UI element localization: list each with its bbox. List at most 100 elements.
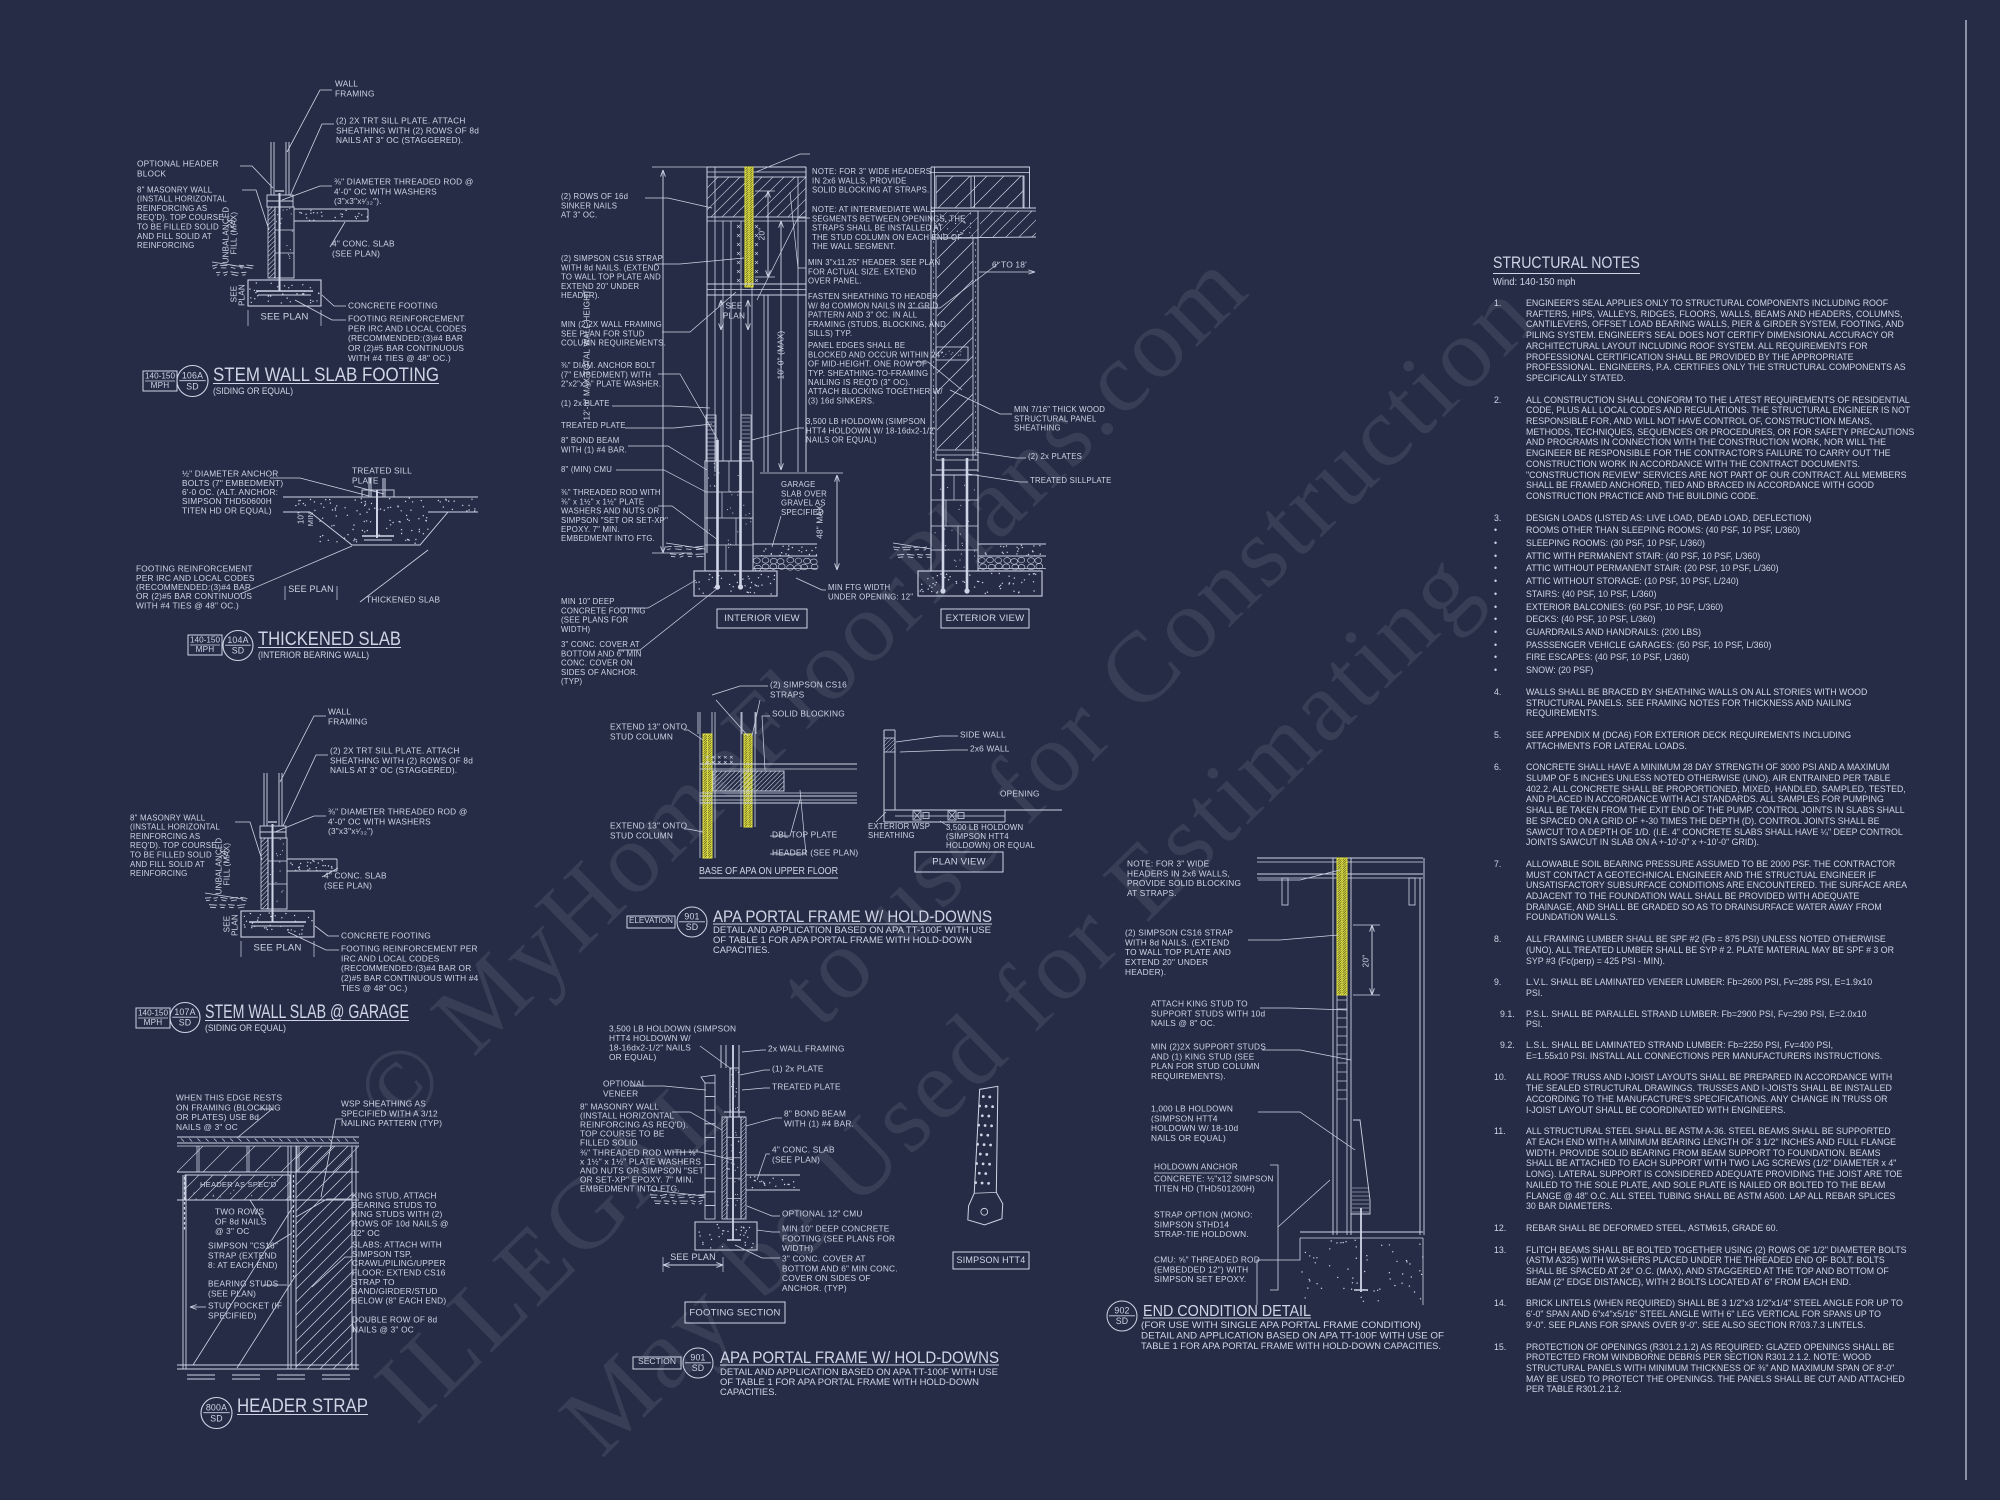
svg-text:(1) 2x PLATE: (1) 2x PLATE (561, 399, 610, 408)
svg-text:901: 901 (684, 912, 699, 922)
svg-text:STEM WALL SLAB FOOTING: STEM WALL SLAB FOOTING (213, 365, 439, 386)
svg-text:902: 902 (1114, 1306, 1129, 1316)
svg-text:TREATED SILLPLATE: TREATED SILLPLATE (1030, 476, 1112, 485)
svg-text:PLAN: PLAN (723, 312, 745, 321)
svg-text:SD: SD (1116, 1316, 1129, 1326)
svg-text:48" MAX: 48" MAX (816, 505, 825, 539)
svg-text:SEE: SEE (229, 286, 238, 303)
svg-text:THICKENED SLAB: THICKENED SLAB (258, 629, 401, 650)
svg-text:140-150: 140-150 (145, 372, 175, 381)
svg-text:HEADER AS SPEC'D: HEADER AS SPEC'D (200, 1180, 277, 1189)
svg-text:HEADER STRAP: HEADER STRAP (237, 1396, 368, 1417)
svg-text:CAPACITIES.: CAPACITIES. (720, 1387, 777, 1397)
svg-text:FILL (MAX): FILL (MAX) (229, 212, 238, 255)
svg-text:140-150: 140-150 (138, 1009, 168, 1018)
svg-text:8" MASONRY WALL(INSTALL HORIZO: 8" MASONRY WALL(INSTALL HORIZONTALREINFO… (130, 813, 220, 878)
svg-text:SD: SD (179, 1018, 192, 1028)
svg-text:TABLE 1 FOR APA PORTAL FRAME W: TABLE 1 FOR APA PORTAL FRAME WITH HOLD-D… (1141, 1341, 1441, 1351)
svg-text:TREATED PLATE: TREATED PLATE (561, 421, 626, 430)
svg-text:BEARING STUDS(SEE PLAN): BEARING STUDS(SEE PLAN) (208, 1279, 279, 1299)
svg-text:DETAIL AND APPLICATION BASED O: DETAIL AND APPLICATION BASED ON APA TT-1… (713, 925, 991, 935)
svg-text:8" MASONRY WALL(INSTALL HORIZO: 8" MASONRY WALL(INSTALL HORIZONTALREINFO… (580, 1102, 688, 1148)
svg-text:DETAIL AND APPLICATION BASED O: DETAIL AND APPLICATION BASED ON APA TT-1… (720, 1367, 998, 1377)
svg-text:(SIDING OR EQUAL): (SIDING OR EQUAL) (205, 1023, 286, 1033)
svg-text:THICKENED SLAB: THICKENED SLAB (366, 595, 441, 605)
svg-text:107A: 107A (174, 1007, 195, 1017)
svg-text:CONCRETE FOOTING: CONCRETE FOOTING (341, 931, 431, 941)
svg-text:PLAN: PLAN (237, 284, 246, 306)
svg-text:CONCRETE FOOTING: CONCRETE FOOTING (348, 301, 438, 311)
svg-text:CAPACITIES.: CAPACITIES. (713, 945, 770, 955)
svg-text:EXTERIOR VIEW: EXTERIOR VIEW (946, 613, 1026, 624)
svg-text:SD: SD (692, 1363, 705, 1373)
svg-text:(2) 2x PLATES: (2) 2x PLATES (1028, 452, 1082, 461)
svg-text:OF TABLE 1 FOR APA PORTAL FRAM: OF TABLE 1 FOR APA PORTAL FRAME WITH HOL… (720, 1377, 979, 1387)
svg-text:SEE: SEE (726, 302, 743, 311)
svg-text:20": 20" (758, 228, 767, 241)
svg-text:10": 10" (296, 512, 305, 524)
svg-text:STEM WALL SLAB @ GARAGE: STEM WALL SLAB @ GARAGE (205, 1002, 409, 1023)
svg-text:MPH: MPH (144, 1018, 163, 1027)
svg-text:SD: SD (186, 381, 199, 391)
svg-text:800A: 800A (206, 1402, 227, 1412)
svg-text:DETAIL AND APPLICATION BASED O: DETAIL AND APPLICATION BASED ON APA TT-1… (1141, 1331, 1445, 1341)
svg-text:SOLID BLOCKING: SOLID BLOCKING (772, 709, 845, 719)
svg-text:PLAN: PLAN (230, 914, 239, 936)
svg-text:OPENING: OPENING (1000, 789, 1040, 799)
svg-text:APA PORTAL FRAME W/ HOLD-DOWNS: APA PORTAL FRAME W/ HOLD-DOWNS (713, 908, 992, 926)
svg-text:(1) 2x PLATE: (1) 2x PLATE (772, 1064, 824, 1074)
svg-text:140-150: 140-150 (190, 636, 220, 645)
svg-text:2x WALL FRAMING: 2x WALL FRAMING (768, 1044, 845, 1054)
svg-text:OF TABLE 1 FOR APA PORTAL FRAM: OF TABLE 1 FOR APA PORTAL FRAME WITH HOL… (713, 935, 972, 945)
svg-text:MPH: MPH (196, 645, 215, 654)
svg-text:4" CONC. SLAB(SEE PLAN): 4" CONC. SLAB(SEE PLAN) (772, 1145, 835, 1165)
svg-text:12'-0" MAX TOTAL WALL HEIGHT: 12'-0" MAX TOTAL WALL HEIGHT (583, 289, 592, 420)
svg-text:HOLDOWN ANCHOR: HOLDOWN ANCHOR (1154, 1162, 1238, 1172)
svg-text:STRAP OPTION (MONO:SIMPSON STH: STRAP OPTION (MONO:SIMPSON STHD14STRAP-T… (1154, 1210, 1253, 1240)
svg-text:(SIDING OR EQUAL): (SIDING OR EQUAL) (213, 386, 293, 396)
svg-text:TREATED PLATE: TREATED PLATE (772, 1082, 841, 1092)
svg-text:10'-0" (MAX): 10'-0" (MAX) (777, 331, 786, 380)
svg-text:HEADER (SEE PLAN): HEADER (SEE PLAN) (772, 848, 858, 858)
svg-text:MPH: MPH (151, 381, 170, 390)
svg-text:⅜" DIAMETER THREADED ROD @4'-0: ⅜" DIAMETER THREADED ROD @4'-0" OC WITH … (334, 177, 474, 207)
svg-text:(FOR USE WITH SINGLE APA PORTA: (FOR USE WITH SINGLE APA PORTAL FRAME CO… (1141, 1320, 1421, 1330)
svg-text:4" CONC. SLAB(SEE PLAN): 4" CONC. SLAB(SEE PLAN) (332, 239, 395, 259)
svg-text:(INTERIOR BEARING WALL): (INTERIOR BEARING WALL) (258, 650, 369, 660)
svg-text:⅜" DIAM. ANCHOR BOLT(7" EMBEDM: ⅜" DIAM. ANCHOR BOLT(7" EMBEDMENT) WITH2… (561, 361, 661, 388)
svg-text:SIDE WALL: SIDE WALL (960, 730, 1006, 740)
svg-text:4" CONC. SLAB(SEE PLAN): 4" CONC. SLAB(SEE PLAN) (324, 871, 387, 891)
svg-text:FOOTING SECTION: FOOTING SECTION (689, 1308, 780, 1319)
svg-text:SEE: SEE (222, 916, 231, 933)
svg-text:DBL TOP PLATE: DBL TOP PLATE (772, 830, 838, 840)
svg-text:MIN: MIN (306, 512, 315, 526)
svg-text:106A: 106A (182, 370, 203, 380)
